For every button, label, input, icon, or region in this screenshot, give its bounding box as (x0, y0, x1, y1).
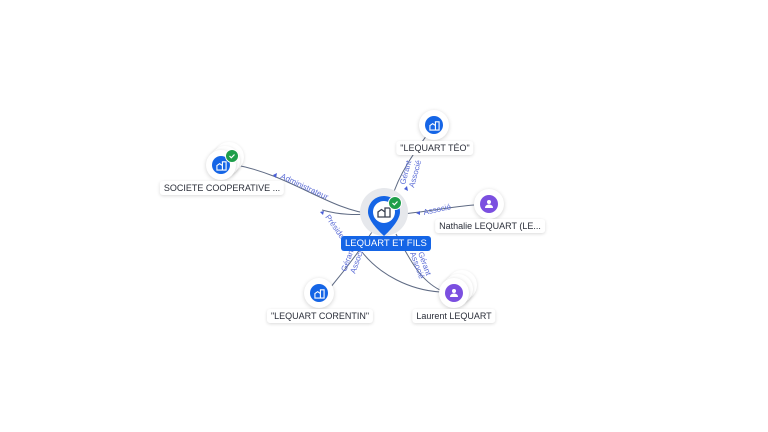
edge-main-laurent-2 (361, 251, 441, 293)
arrow-icon (404, 186, 408, 191)
edge-label-administrateur: Administrateur (279, 172, 330, 202)
person-icon (480, 195, 498, 213)
verified-check-icon (388, 196, 402, 210)
arrow-icon (320, 211, 324, 215)
node-label: "LEQUART CORENTIN" (266, 309, 374, 323)
company-icon (425, 116, 443, 134)
node-label: SOCIETE COOPERATIVE ... (159, 181, 285, 195)
node-label: Nathalie LEQUART (LE... (435, 219, 545, 233)
node-circle[interactable] (304, 278, 334, 308)
node-label: "LEQUART TÉO" (396, 141, 474, 155)
node-circle[interactable] (474, 189, 504, 219)
person-icon (445, 284, 463, 302)
edge-societe-main (235, 164, 373, 215)
arrow-icon (416, 211, 420, 215)
node-circle[interactable] (419, 110, 449, 140)
edge-label-associe-nathalie: Associé (423, 202, 453, 217)
arrow-icon (273, 173, 277, 178)
company-icon (310, 284, 328, 302)
company-icon (212, 156, 230, 174)
node-circle[interactable] (439, 278, 469, 308)
verified-check-icon (225, 149, 239, 163)
node-label: Laurent LEQUART (412, 309, 496, 323)
main-node-label: LEQUART ET FILS (341, 236, 431, 251)
node-circle[interactable] (206, 150, 236, 180)
edge-nathalie-main (401, 204, 475, 215)
